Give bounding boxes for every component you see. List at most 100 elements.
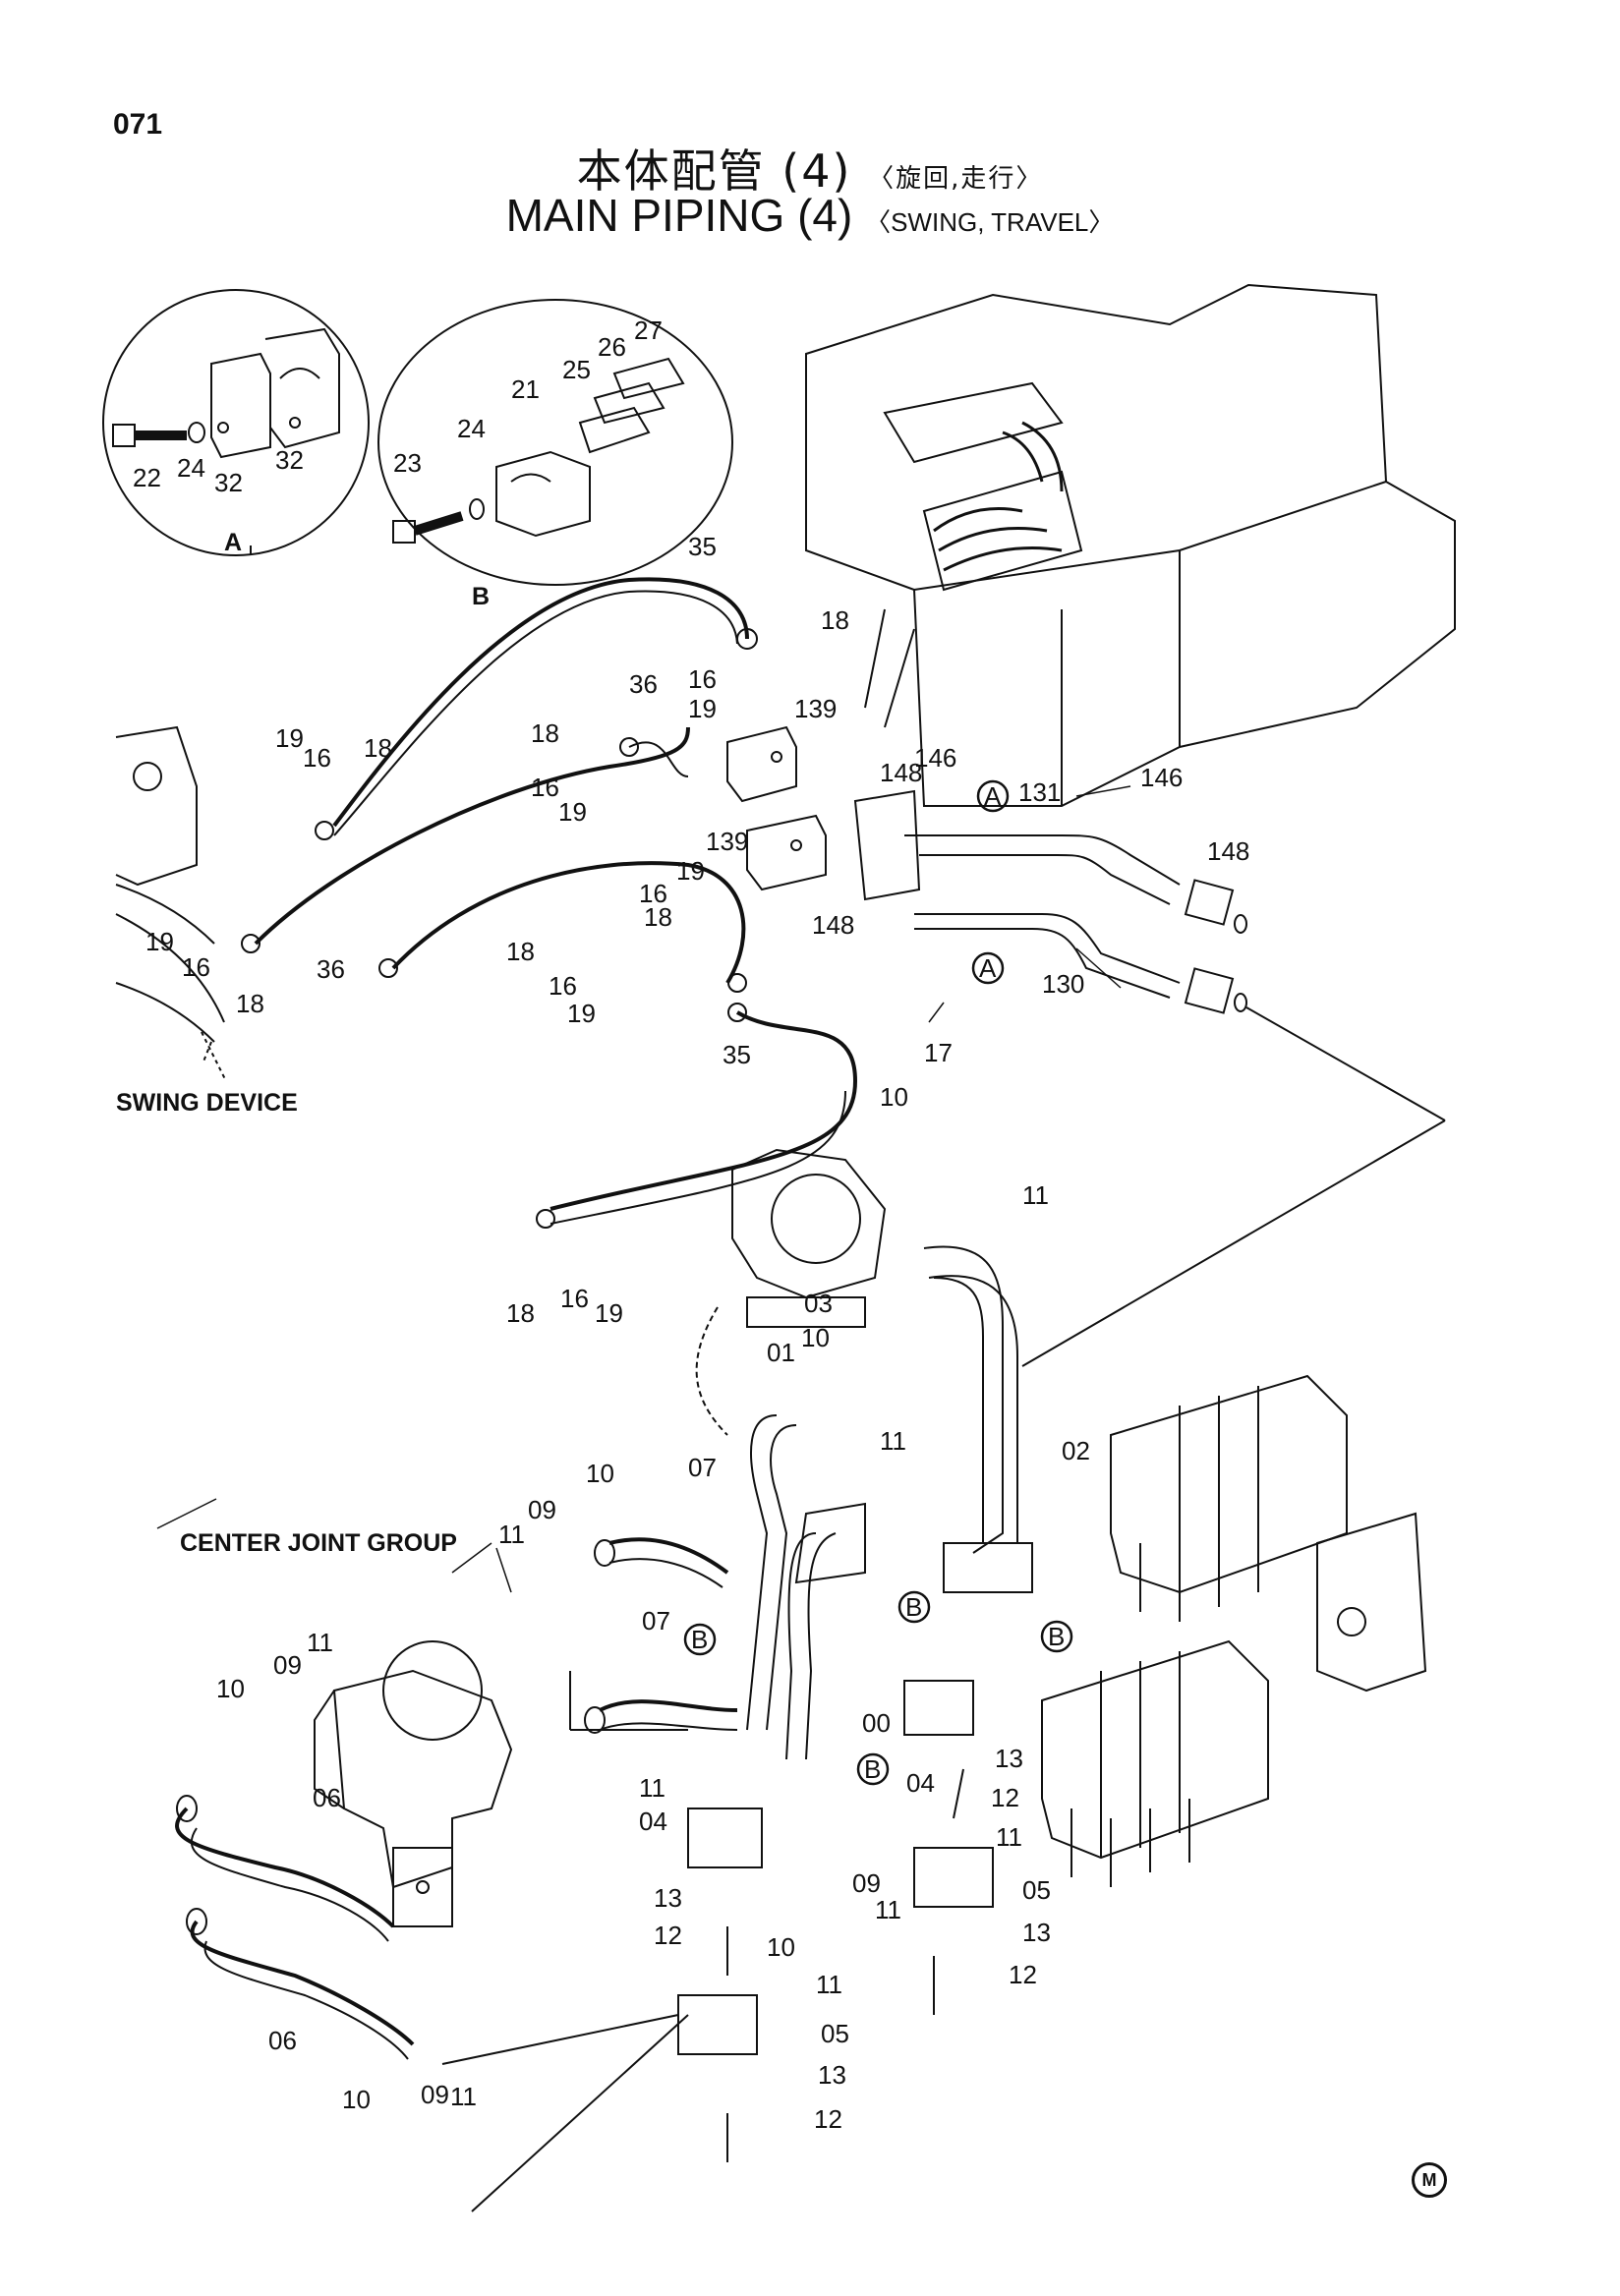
part-label: 05 <box>1022 1875 1051 1905</box>
part-label: 11 <box>880 1426 906 1456</box>
part-label: 05 <box>821 2019 849 2048</box>
callout-b-label: B <box>691 1625 708 1654</box>
part-label: 10 <box>342 2085 371 2114</box>
part-label: 16 <box>549 971 577 1001</box>
part-label: 19 <box>688 694 717 723</box>
title-en-text: MAIN PIPING <box>505 190 785 241</box>
part-label: 13 <box>818 2060 846 2090</box>
part-label: 01 <box>767 1338 795 1367</box>
part-label: 11 <box>996 1822 1022 1852</box>
part-label: 18 <box>644 902 672 932</box>
title-en-subtitle: 〈SWING, TRAVEL〉 <box>865 207 1115 237</box>
hoses-lower <box>175 1537 738 2212</box>
part-label: 18 <box>821 605 849 635</box>
callouts <box>683 779 1073 1786</box>
part-label: 24 <box>457 414 486 443</box>
part-label: 11 <box>639 1773 665 1803</box>
part-label: 07 <box>642 1606 670 1636</box>
part-label: 32 <box>275 445 304 475</box>
part-label: 11 <box>1022 1180 1049 1210</box>
part-label: 23 <box>393 448 422 478</box>
part-label: 10 <box>801 1323 830 1352</box>
part-label: 148 <box>812 910 854 940</box>
detail-a-label: A <box>224 529 242 556</box>
part-label: 06 <box>313 1783 341 1812</box>
part-label: 09 <box>273 1650 302 1680</box>
part-label: 21 <box>511 374 540 404</box>
detail-b <box>377 299 733 586</box>
part-label: 12 <box>991 1783 1019 1812</box>
part-label: 13 <box>995 1744 1023 1773</box>
control-valve-side <box>1316 1512 1427 1693</box>
part-label: 35 <box>723 1040 751 1069</box>
part-label: 19 <box>595 1298 623 1328</box>
part-label: 26 <box>598 332 626 362</box>
part-label: 16 <box>182 952 210 982</box>
part-label: 17 <box>924 1038 953 1067</box>
part-label: 32 <box>214 468 243 497</box>
part-label: 10 <box>767 1932 795 1962</box>
blocks-and-pipes <box>726 725 1446 1367</box>
part-label: 13 <box>654 1883 682 1913</box>
part-label: 11 <box>875 1895 901 1924</box>
part-label: 16 <box>639 879 667 908</box>
part-label: 09 <box>421 2080 449 2109</box>
part-label: 02 <box>1062 1436 1090 1465</box>
part-label: 11 <box>307 1628 333 1657</box>
part-label: 10 <box>586 1459 614 1488</box>
callout-b-label: B <box>864 1754 881 1784</box>
part-label: 16 <box>303 743 331 773</box>
title-english: MAIN PIPING (4) 〈SWING, TRAVEL〉 <box>0 189 1620 242</box>
title-jp-text: 本体配管 <box>576 144 766 198</box>
part-label: 18 <box>364 733 392 763</box>
part-label: 148 <box>880 758 922 787</box>
mid-assembly <box>677 1148 1033 2162</box>
part-label: 139 <box>794 694 837 723</box>
title-japanese: 本体配管 (4) 〈旋回,走行〉 <box>0 136 1620 201</box>
part-label: 11 <box>816 1970 842 1999</box>
part-label: 131 <box>1018 777 1061 807</box>
part-label: 148 <box>1207 836 1249 866</box>
center-joint <box>314 1640 513 1927</box>
part-label: 04 <box>906 1768 935 1798</box>
part-label: 22 <box>133 463 161 492</box>
part-label: 06 <box>268 2026 297 2055</box>
part-label: 19 <box>567 999 596 1028</box>
part-label: 00 <box>862 1708 891 1738</box>
part-label: 10 <box>216 1674 245 1703</box>
part-label: 25 <box>562 355 591 384</box>
part-label: 11 <box>498 1520 525 1549</box>
part-label: 18 <box>236 989 264 1018</box>
part-label: 35 <box>688 532 717 561</box>
part-label: 07 <box>688 1453 717 1482</box>
part-label: 19 <box>145 927 174 956</box>
part-label: 03 <box>804 1289 833 1318</box>
part-label: 19 <box>558 797 587 827</box>
control-valve-upper <box>1110 1374 1348 1622</box>
part-label: 130 <box>1042 969 1084 999</box>
part-label: 13 <box>1022 1918 1051 1947</box>
detail-a <box>102 289 370 556</box>
part-label: 139 <box>706 827 748 856</box>
title-jp-subtitle: 〈旋回,走行〉 <box>868 164 1044 194</box>
center-joint-label: CENTER JOINT GROUP <box>180 1529 457 1557</box>
part-label: 12 <box>654 1921 682 1950</box>
part-label: 12 <box>814 2104 842 2134</box>
part-label: 16 <box>688 664 717 694</box>
page-number: 071 <box>113 108 163 141</box>
callout-b-label: B <box>1048 1622 1065 1651</box>
callout-a-label: A <box>979 953 997 983</box>
callout-b-label: B <box>905 1592 922 1622</box>
upper-structure <box>805 283 1456 807</box>
hoses-upper <box>241 577 858 1229</box>
part-label: 36 <box>629 669 658 699</box>
part-label: 09 <box>852 1868 881 1898</box>
title-jp-num: (4) <box>781 144 852 198</box>
part-label: 12 <box>1009 1960 1037 1989</box>
part-label: 36 <box>317 954 345 984</box>
leaders <box>156 785 1131 1593</box>
part-label: 04 <box>639 1807 667 1836</box>
part-label: 146 <box>914 743 956 773</box>
part-label: 19 <box>275 723 304 753</box>
